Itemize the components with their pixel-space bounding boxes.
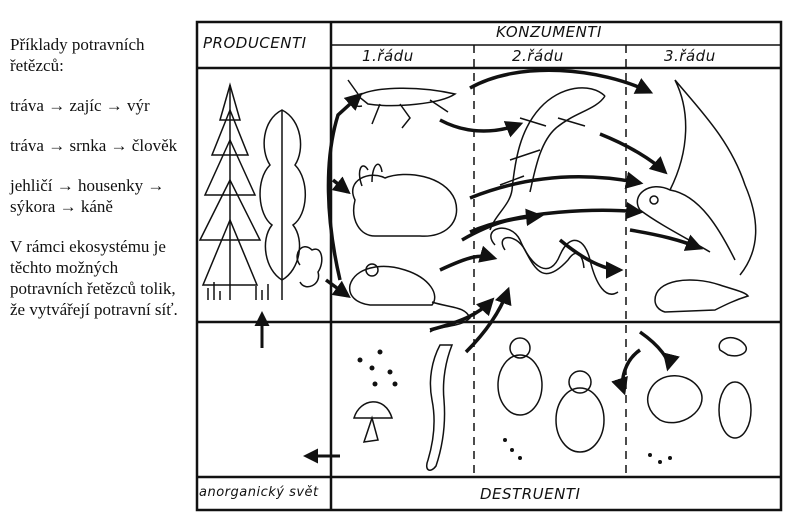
rabbit-icon [352, 163, 458, 237]
decomposers-icon [352, 336, 752, 471]
grasshopper-icon [347, 79, 457, 129]
consumers-label: KONZUMENTI [496, 23, 602, 41]
sidebar-heading: Příklady potravních řetězců: [10, 35, 145, 75]
sidebar-text: Příklady potravních řetězců: tráva → zaj… [10, 34, 190, 339]
shrew-icon [654, 279, 750, 313]
producers-label: PRODUCENTI [203, 34, 307, 52]
chain-2: tráva → srnka → člověk [10, 136, 178, 155]
order-2-label: 2.řádu [512, 47, 564, 65]
sidebar-note: V rámci ekosystému je těchto možných pot… [10, 237, 178, 319]
snake-icon [490, 227, 619, 295]
trees-icon [198, 82, 323, 300]
order-1-label: 1.řádu [362, 47, 414, 65]
order-3-label: 3.řádu [664, 47, 716, 65]
chain-1: tráva → zajíc → výr [10, 96, 150, 115]
food-web-arrows [324, 68, 704, 396]
bird-icon [636, 79, 757, 276]
chain-3: jehličí → housenky → sýkora → káně [10, 176, 165, 216]
lizard-icon [489, 87, 606, 231]
inorganic-label: anorganický svět [199, 485, 319, 500]
decomposers-label: DESTRUENTI [480, 485, 581, 503]
diagram-grid [195, 20, 783, 512]
